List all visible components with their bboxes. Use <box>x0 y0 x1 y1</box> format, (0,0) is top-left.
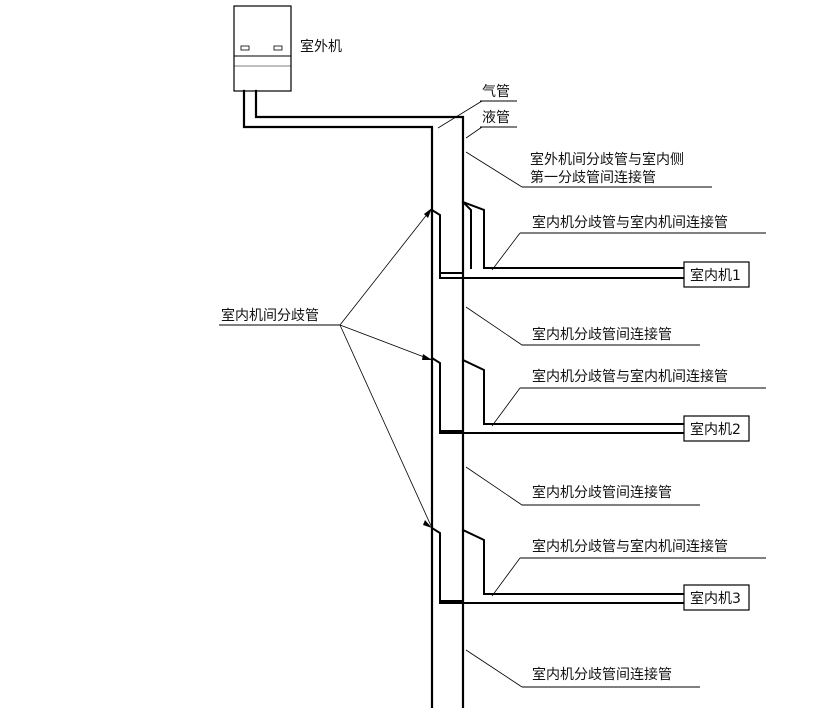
gas-pipe-label: 气管 <box>482 84 510 100</box>
outdoor-unit <box>233 5 292 92</box>
branch-1 <box>430 200 750 288</box>
branch-pipe-label: 室内机间分歧管 <box>221 307 319 324</box>
indoor-unit-1-connect-label: 室内机分歧管与室内机间连接管 <box>532 214 728 231</box>
indoor-unit-2-connect-label: 室内机分歧管与室内机间连接管 <box>532 368 728 385</box>
indoor-unit-3-label: 室内机3 <box>690 590 741 607</box>
branch-3 <box>430 526 750 611</box>
indoor-unit-1-label: 室内机1 <box>690 267 741 284</box>
indoor-unit-3-between-label: 室内机分歧管间连接管 <box>532 666 672 683</box>
main-connect-label-line1: 室外机间分歧管与室内侧 <box>530 151 684 168</box>
outdoor-unit-label: 室外机 <box>300 38 342 55</box>
liquid-pipe-label: 液管 <box>482 110 510 126</box>
indoor-unit-2-label: 室内机2 <box>690 421 741 438</box>
indoor-unit-2-between-label: 室内机分歧管间连接管 <box>532 484 672 501</box>
main-connect-label-line2: 第一分歧管间连接管 <box>530 169 656 186</box>
main-pipes <box>242 89 465 708</box>
indoor-unit-1-between-label: 室内机分歧管间连接管 <box>532 326 672 343</box>
branch-2 <box>430 356 750 442</box>
indoor-unit-3-connect-label: 室内机分歧管与室内机间连接管 <box>532 538 728 555</box>
